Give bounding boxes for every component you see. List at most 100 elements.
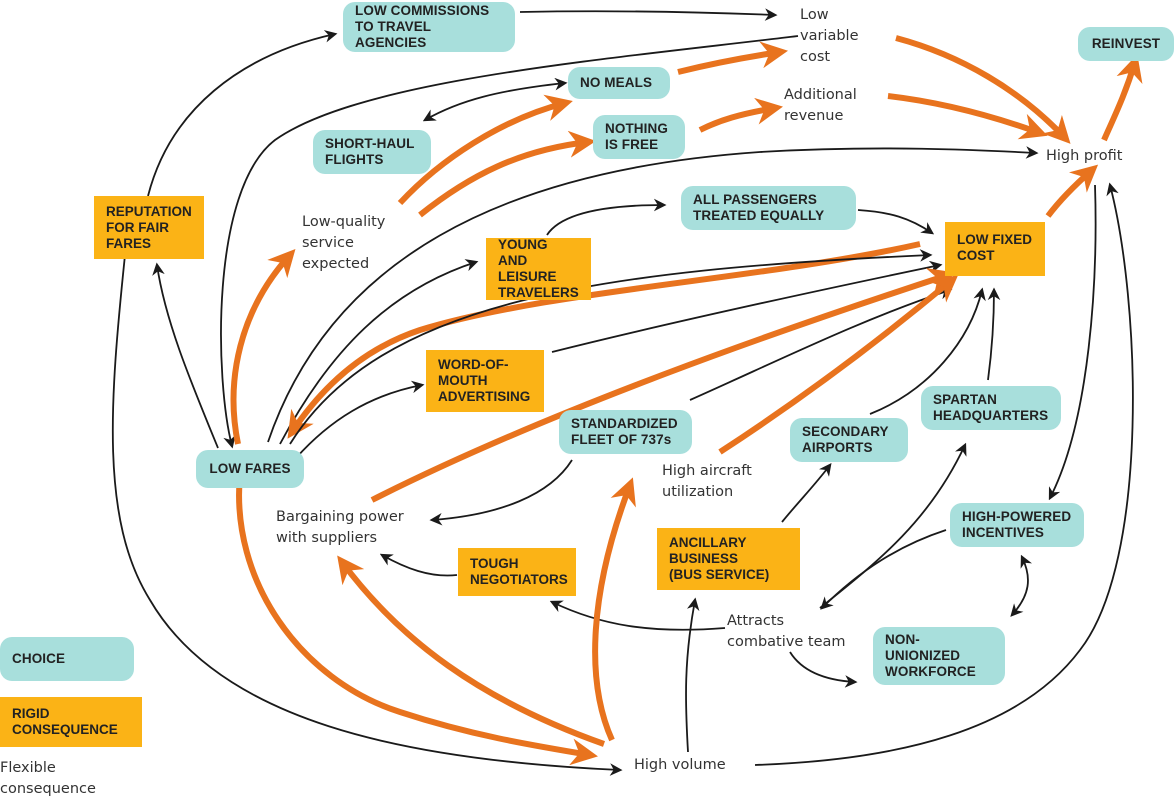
node-label: TOUGH NEGOTIATORS — [470, 556, 568, 587]
edge-high-volume-to-ancillary-business — [685, 597, 700, 753]
legend-label: RIGID CONSEQUENCE — [12, 706, 118, 737]
node-label: High volume — [634, 756, 726, 773]
node-word-of-mouth: WORD-OF- MOUTH ADVERTISING — [426, 350, 544, 412]
node-tough-negotiators: TOUGH NEGOTIATORS — [458, 548, 576, 596]
edge-standardized-fleet-to-bargaining-power — [429, 459, 573, 526]
edge-low-quality-to-nothing-is-free — [418, 130, 597, 218]
node-label: High profit — [1046, 147, 1123, 164]
edge-low-commissions-to-low-variable-cost — [519, 8, 778, 21]
edge-low-fixed-cost-to-low-fares — [287, 241, 921, 439]
edge-high-volume-to-high-aircraft-util — [592, 477, 636, 742]
node-standardized-fleet: STANDARDIZED FLEET OF 737s — [559, 410, 692, 454]
node-label: YOUNG AND LEISURE TRAVELERS — [498, 237, 579, 300]
edge-high-powered-incentives-to-non-unionized — [1010, 554, 1033, 617]
node-label: NO MEALS — [580, 75, 653, 90]
node-high-profit: High profit — [1046, 144, 1142, 168]
node-label: Low variable cost — [800, 6, 859, 65]
node-attracts-combative-team: Attracts combative team — [727, 610, 867, 654]
edge-low-fares-to-high-volume — [236, 474, 598, 766]
node-label: Low-quality service expected — [302, 213, 386, 272]
node-label: SPARTAN HEADQUARTERS — [933, 392, 1049, 423]
node-label: LOW COMMISSIONS TO TRAVEL AGENCIES — [355, 3, 490, 50]
node-young-leisure-travelers: YOUNG AND LEISURE TRAVELERS — [486, 237, 591, 300]
legend-choice: CHOICE — [0, 637, 134, 681]
legend-rigid-consequence: RIGID CONSEQUENCE — [0, 697, 142, 747]
node-reinvest: REINVEST — [1078, 27, 1174, 61]
edge-no-meals-to-short-haul — [422, 77, 568, 122]
edge-young-leisure-to-all-passengers — [546, 198, 667, 236]
edge-bargaining-power-to-low-fixed-cost — [370, 268, 956, 503]
node-low-fares: LOW FARES — [196, 450, 304, 488]
node-label: HIGH-POWERED INCENTIVES — [962, 509, 1072, 540]
node-high-volume: High volume — [634, 753, 744, 777]
node-label: ALL PASSENGERS TREATED EQUALLY — [693, 192, 825, 223]
node-label: Attracts combative team — [727, 613, 846, 650]
node-label: WORD-OF- MOUTH ADVERTISING — [438, 357, 531, 404]
node-bargaining-power: Bargaining power with suppliers — [276, 506, 426, 550]
edge-all-passengers-to-low-fixed-cost — [857, 209, 935, 235]
node-high-aircraft-utilization: High aircraft utilization — [662, 460, 772, 504]
edge-high-volume-to-high-profit — [754, 182, 1134, 766]
legend-label: CHOICE — [12, 651, 66, 666]
node-label: SECONDARY AIRPORTS — [802, 424, 889, 455]
edge-low-variable-cost-to-high-profit — [895, 35, 1071, 144]
edge-attracts-team-to-non-unionized — [789, 651, 858, 688]
edge-low-fares-to-word-of-mouth — [295, 380, 425, 459]
node-label: REPUTATION FOR FAIR FARES — [106, 203, 192, 251]
edge-high-profit-to-reinvest — [1101, 54, 1143, 142]
node-nothing-is-free: NOTHING IS FREE — [593, 115, 685, 159]
node-label: REINVEST — [1091, 36, 1161, 51]
node-all-passengers-equal: ALL PASSENGERS TREATED EQUALLY — [681, 186, 856, 230]
node-low-quality-service: Low-quality service expected — [302, 210, 404, 276]
node-label: NON- UNIONIZED WORKFORCE — [885, 632, 976, 679]
node-label: High aircraft utilization — [662, 463, 752, 500]
edge-no-meals-to-low-variable-cost — [677, 41, 789, 75]
node-high-powered-incentives: HIGH-POWERED INCENTIVES — [950, 503, 1084, 547]
edge-high-powered-incentives-to-attracts-team — [820, 529, 947, 610]
node-label: LOW FIXED COST — [957, 232, 1032, 263]
edge-secondary-airports-to-low-fixed-cost — [869, 287, 986, 415]
edge-low-fixed-cost-to-high-profit — [1045, 164, 1099, 218]
edge-attracts-team-to-tough-negotiators — [549, 600, 726, 631]
edge-standardized-fleet-to-low-fixed-cost — [689, 287, 953, 401]
node-label: STANDARDIZED FLEET OF 737s — [571, 416, 678, 447]
node-additional-revenue: Additional revenue — [784, 84, 884, 128]
node-no-meals: NO MEALS — [568, 67, 670, 99]
edge-high-profit-to-high-powered-incentives — [1048, 184, 1097, 501]
edge-low-fares-to-low-fixed-cost — [289, 249, 933, 445]
edge-low-fares-to-low-quality — [230, 249, 296, 445]
edge-low-quality-to-no-meals — [397, 94, 573, 206]
edge-tough-negotiators-to-bargaining-power — [379, 553, 458, 577]
edge-low-fares-to-reputation — [152, 262, 219, 449]
node-label: LOW FARES — [209, 461, 291, 476]
edge-low-fares-to-high-profit — [267, 146, 1039, 443]
edge-ancillary-business-to-secondary-airports — [781, 462, 832, 523]
edge-low-variable-cost-to-low-fares — [220, 35, 799, 449]
node-ancillary-business: ANCILLARY BUSINESS (BUS SERVICE) — [657, 528, 800, 590]
edge-word-of-mouth-to-low-fixed-cost — [551, 260, 943, 353]
edge-high-volume-to-bargaining-power — [337, 555, 606, 747]
node-short-haul-flights: SHORT-HAUL FLIGHTS — [313, 130, 431, 174]
legend-label: Flexible consequence — [0, 760, 96, 797]
node-label: SHORT-HAUL FLIGHTS — [325, 136, 415, 167]
node-label: NOTHING IS FREE — [605, 121, 668, 152]
node-low-variable-cost: Low variable cost — [800, 4, 880, 68]
edge-additional-revenue-to-high-profit — [887, 93, 1048, 140]
node-low-commissions: LOW COMMISSIONS TO TRAVEL AGENCIES — [343, 2, 515, 52]
node-label: Additional revenue — [784, 87, 857, 124]
edge-spartan-hq-to-low-fixed-cost — [987, 287, 1001, 381]
node-reputation-fair-fares: REPUTATION FOR FAIR FARES — [94, 196, 204, 259]
node-spartan-headquarters: SPARTAN HEADQUARTERS — [921, 386, 1061, 430]
node-low-fixed-cost: LOW FIXED COST — [945, 222, 1045, 276]
edge-attracts-team-to-spartan-hq — [819, 442, 967, 609]
node-non-unionized-workforce: NON- UNIONIZED WORKFORCE — [873, 627, 1005, 685]
node-label: ANCILLARY BUSINESS (BUS SERVICE) — [669, 535, 770, 582]
edge-reputation-to-high-volume — [111, 254, 623, 776]
edge-high-aircraft-util-to-low-fixed-cost — [718, 274, 959, 455]
node-secondary-airports: SECONDARY AIRPORTS — [790, 418, 908, 462]
edge-nothing-is-free-to-additional-revenue — [698, 97, 783, 133]
edge-reputation-to-low-commissions — [147, 30, 338, 197]
legend-flexible-consequence: Flexible consequence — [0, 758, 120, 800]
